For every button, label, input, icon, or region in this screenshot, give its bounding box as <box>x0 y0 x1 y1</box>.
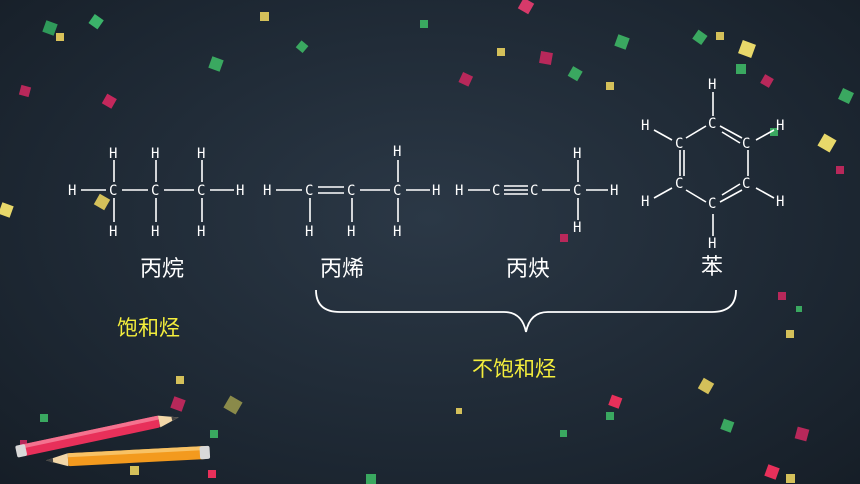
atom-h: H <box>236 183 244 199</box>
label-benzene: 苯 <box>701 255 724 280</box>
orange-pencil <box>46 445 211 467</box>
atom-c: C <box>708 196 716 212</box>
atom-c: C <box>305 183 313 199</box>
atom-h: H <box>573 220 581 236</box>
label-propene: 丙烯 <box>320 257 365 282</box>
atom-h: H <box>708 236 716 252</box>
atom-c: C <box>530 183 538 199</box>
atom-h: H <box>708 77 716 93</box>
atom-c: C <box>492 183 500 199</box>
atom-h: H <box>455 183 463 199</box>
atom-h: H <box>776 194 784 210</box>
atom-h: H <box>393 224 401 240</box>
atom-h: H <box>776 118 784 134</box>
atom-c: C <box>573 183 581 199</box>
atom-labels: H C C C H H H H H H H H C C C H H H H H … <box>68 77 784 252</box>
atom-h: H <box>109 224 117 240</box>
atom-c: C <box>109 183 117 199</box>
label-unsaturated-hydrocarbon: 不饱和烃 <box>472 357 556 381</box>
atom-h: H <box>393 144 401 160</box>
atom-h: H <box>347 224 355 240</box>
atom-h: H <box>641 118 649 134</box>
red-pencil <box>15 415 179 458</box>
atom-h: H <box>151 224 159 240</box>
atom-c: C <box>675 176 683 192</box>
label-saturated-hydrocarbon: 饱和烃 <box>117 316 180 340</box>
atom-h: H <box>197 146 205 162</box>
bonds <box>81 92 775 236</box>
atom-h: H <box>68 183 76 199</box>
label-propane: 丙烷 <box>140 257 185 282</box>
atom-h: H <box>432 183 440 199</box>
atom-c: C <box>675 136 683 152</box>
atom-h: H <box>151 146 159 162</box>
pencils-decoration <box>15 415 211 467</box>
atom-h: H <box>641 194 649 210</box>
atom-h: H <box>197 224 205 240</box>
atom-h: H <box>263 183 271 199</box>
atom-c: C <box>742 176 750 192</box>
atom-c: C <box>197 183 205 199</box>
atom-c: C <box>742 136 750 152</box>
curly-brace <box>315 289 737 333</box>
atom-c: C <box>708 116 716 132</box>
atom-c: C <box>393 183 401 199</box>
atom-h: H <box>573 146 581 162</box>
atom-c: C <box>347 183 355 199</box>
label-propyne: 丙炔 <box>506 257 551 282</box>
atom-h: H <box>109 146 117 162</box>
atom-h: H <box>610 183 618 199</box>
atom-c: C <box>151 183 159 199</box>
atom-h: H <box>305 224 313 240</box>
